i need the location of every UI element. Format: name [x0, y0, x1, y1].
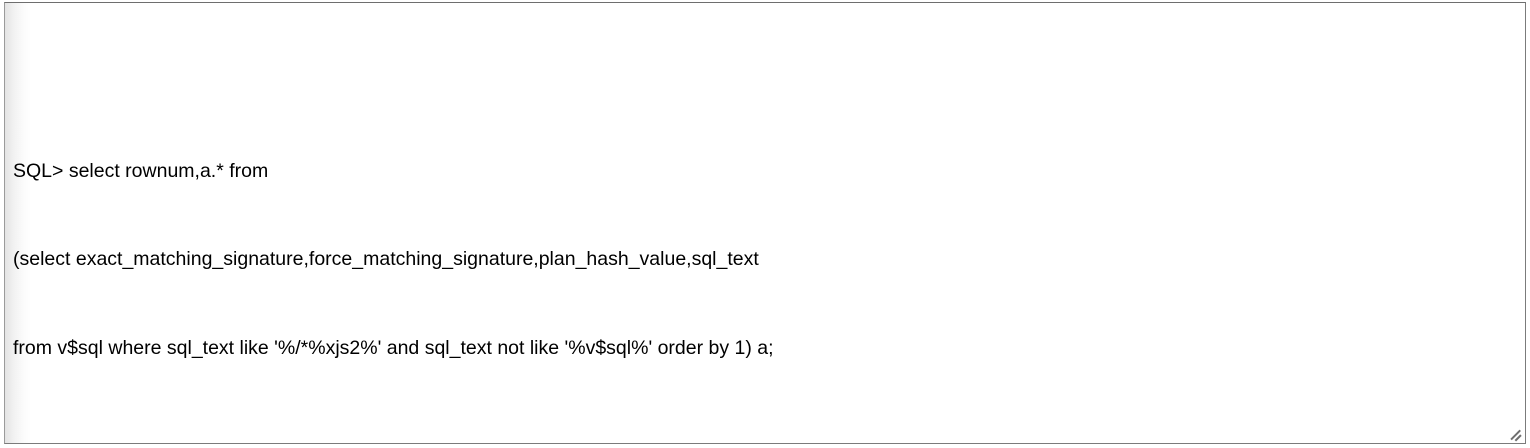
sql-query-line-2: (select exact_matching_signature,force_m…	[13, 248, 759, 270]
sql-query-block: SQL> select rownum,a.* from (select exac…	[13, 98, 1525, 423]
sql-query-line-3: from v$sql where sql_text like '%/*%xjs2…	[13, 336, 774, 359]
resize-grip-icon[interactable]	[1507, 425, 1522, 442]
sql-console-textarea[interactable]: SQL> select rownum,a.* from (select exac…	[4, 2, 1526, 444]
sql-query-line-1: SQL> select rownum,a.* from	[13, 159, 269, 182]
console-output: SQL> select rownum,a.* from (select exac…	[5, 3, 1525, 443]
